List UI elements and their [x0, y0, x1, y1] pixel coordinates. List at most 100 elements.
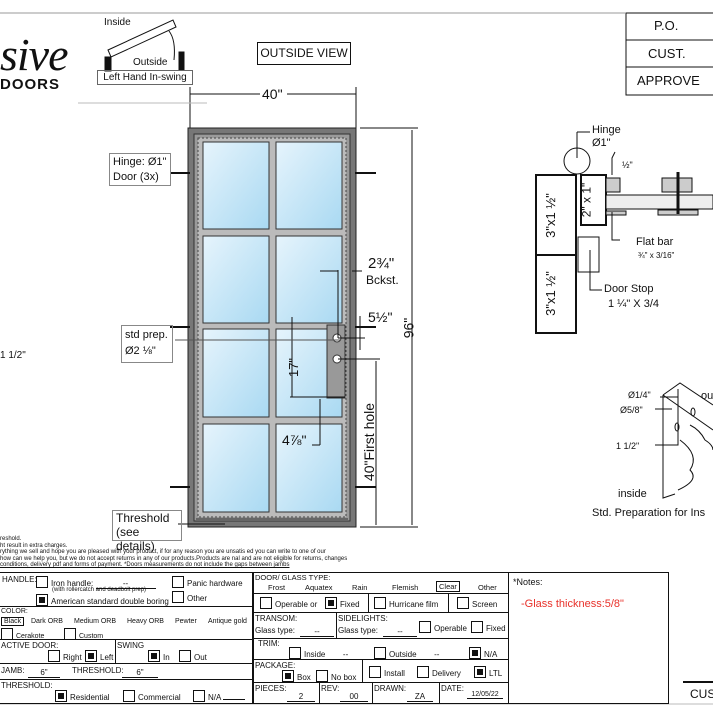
color-black[interactable]: Black: [1, 617, 25, 626]
fixed-checkbox[interactable]: [325, 597, 337, 609]
american-boring-text: American standard double boring: [51, 597, 169, 606]
swing-out-checkbox[interactable]: [179, 650, 191, 662]
hinge-callout: Hinge: Ø1"Door (3x): [109, 153, 171, 186]
nobox-text: No box: [331, 673, 357, 682]
prep-callout: std prep.Ø2 ⅛": [121, 325, 173, 363]
approve-label: APPROVE: [637, 73, 700, 88]
custom-text: Custom: [79, 633, 104, 640]
glass-other[interactable]: Other: [478, 583, 497, 592]
threshold-na-checkbox[interactable]: [193, 690, 205, 702]
sidelights-glass-value[interactable]: --: [383, 627, 417, 637]
sidelights-label: SIDELIGHTS:: [338, 614, 388, 623]
swing-out-option[interactable]: Out: [179, 650, 207, 662]
pieces-value[interactable]: 2: [287, 692, 315, 702]
threshold-form-label: THRESHOLD:: [1, 681, 53, 690]
swing-in-option[interactable]: In: [148, 650, 170, 662]
pieces-section: PIECES: 2: [253, 682, 320, 704]
glass-flemish[interactable]: Flemish: [392, 583, 419, 592]
nobox-option[interactable]: No box: [316, 670, 356, 682]
first-hole-dimension: 40"First hole: [361, 402, 378, 482]
threshold-na-line: [223, 699, 246, 700]
hurricane-section: Hurricane film: [368, 593, 449, 613]
glass-aquatex[interactable]: Aquatex: [305, 583, 333, 592]
delivery-section: Install Delivery LTL: [362, 659, 509, 683]
active-left-option[interactable]: Left: [85, 650, 113, 662]
other-handle-checkbox[interactable]: [172, 591, 184, 603]
trim-label: TRIM:: [258, 639, 280, 648]
nobox-checkbox[interactable]: [316, 670, 328, 682]
package-section: PACKAGE: Box No box: [253, 659, 363, 683]
active-right-option[interactable]: Right: [48, 650, 82, 662]
sidelights-operable-text: Operable: [434, 624, 467, 633]
trim-na-option[interactable]: N/A: [469, 647, 497, 659]
trim-section: TRIM: Inside -- Outside -- N/A: [253, 638, 509, 660]
date-value[interactable]: 12/05/22: [467, 691, 503, 699]
active-right-checkbox[interactable]: [48, 650, 60, 662]
panic-checkbox[interactable]: [172, 576, 184, 588]
sidelights-operable-checkbox[interactable]: [419, 621, 431, 633]
transom-glass-value[interactable]: --: [300, 627, 334, 637]
other-handle-option[interactable]: Other: [172, 591, 207, 603]
glass-clear[interactable]: Clear: [436, 581, 460, 592]
screen-option[interactable]: Screen: [457, 597, 497, 609]
handle-section: HANDLE: Iron handle: -- (with rollercatc…: [0, 572, 253, 607]
rev-value[interactable]: 00: [340, 692, 368, 702]
screen-checkbox[interactable]: [457, 597, 469, 609]
iron-handle-option[interactable]: Iron handle: --: [36, 576, 156, 589]
residential-option[interactable]: Residential: [55, 690, 110, 702]
sidelights-fixed-option[interactable]: Fixed: [471, 621, 506, 633]
trim-inside-checkbox[interactable]: [289, 647, 301, 659]
delivery-option[interactable]: Delivery: [417, 666, 461, 678]
ltl-checkbox[interactable]: [474, 666, 486, 678]
delivery-checkbox[interactable]: [417, 666, 429, 678]
ltl-option[interactable]: LTL: [474, 666, 502, 678]
trim-na-checkbox[interactable]: [469, 647, 481, 659]
color-antique-gold[interactable]: Antique gold: [208, 618, 247, 625]
jamb-threshold-value[interactable]: 6": [122, 668, 158, 678]
fixed-option[interactable]: Fixed: [325, 597, 360, 609]
footer-cust-label: CUS: [690, 687, 713, 701]
color-medium-orb[interactable]: Medium ORB: [74, 618, 117, 625]
panic-option[interactable]: Panic hardware: [172, 576, 243, 588]
drawn-value[interactable]: ZA: [407, 692, 433, 702]
disclaimer-line: reshold.: [0, 536, 22, 542]
operable-option[interactable]: Operable or: [260, 597, 317, 609]
commercial-checkbox[interactable]: [123, 690, 135, 702]
box-option[interactable]: Box: [282, 670, 311, 682]
threshold-na-option[interactable]: N/A: [193, 690, 246, 702]
glass-frost[interactable]: Frost: [268, 583, 286, 592]
hinge-callout-line1: Hinge: Ø1": [113, 156, 167, 168]
or-text: or: [310, 600, 318, 609]
prep-outside: ou: [701, 390, 713, 402]
sidelights-operable-option[interactable]: Operable: [419, 621, 467, 633]
hurricane-option[interactable]: Hurricane film: [374, 597, 438, 609]
door-elevation: [170, 127, 376, 528]
operable-checkbox[interactable]: [260, 597, 272, 609]
trim-outside-checkbox[interactable]: [374, 647, 386, 659]
american-boring-checkbox[interactable]: [36, 594, 48, 606]
jamb-value[interactable]: 6": [28, 668, 60, 678]
color-dark-orb[interactable]: Dark ORB: [31, 618, 63, 625]
american-boring-option[interactable]: American standard double boring: [36, 594, 169, 606]
sidelights-fixed-checkbox[interactable]: [471, 621, 483, 633]
box-checkbox[interactable]: [282, 670, 294, 682]
transom-section: TRANSOM: Glass type: --: [253, 612, 337, 639]
install-option[interactable]: Install: [369, 666, 405, 678]
iron-handle-checkbox[interactable]: [36, 576, 48, 588]
glass-rain[interactable]: Rain: [352, 583, 368, 592]
commercial-option[interactable]: Commercial: [123, 690, 181, 702]
install-checkbox[interactable]: [369, 666, 381, 678]
residential-checkbox[interactable]: [55, 690, 67, 702]
swing-in-checkbox[interactable]: [148, 650, 160, 662]
bar-size: ½": [622, 160, 633, 170]
glass-type-label: DOOR/ GLASS TYPE:: [255, 573, 331, 582]
color-heavy-orb[interactable]: Heavy ORB: [127, 618, 164, 625]
plate-dimension: 5½": [368, 309, 393, 325]
hurricane-checkbox[interactable]: [374, 597, 386, 609]
threshold-callout-line1: Threshold: [116, 511, 170, 525]
backset-label: Bckst.: [366, 273, 399, 287]
color-pewter[interactable]: Pewter: [175, 618, 197, 625]
active-left-checkbox[interactable]: [85, 650, 97, 662]
view-label: OUTSIDE VIEW: [257, 42, 351, 65]
